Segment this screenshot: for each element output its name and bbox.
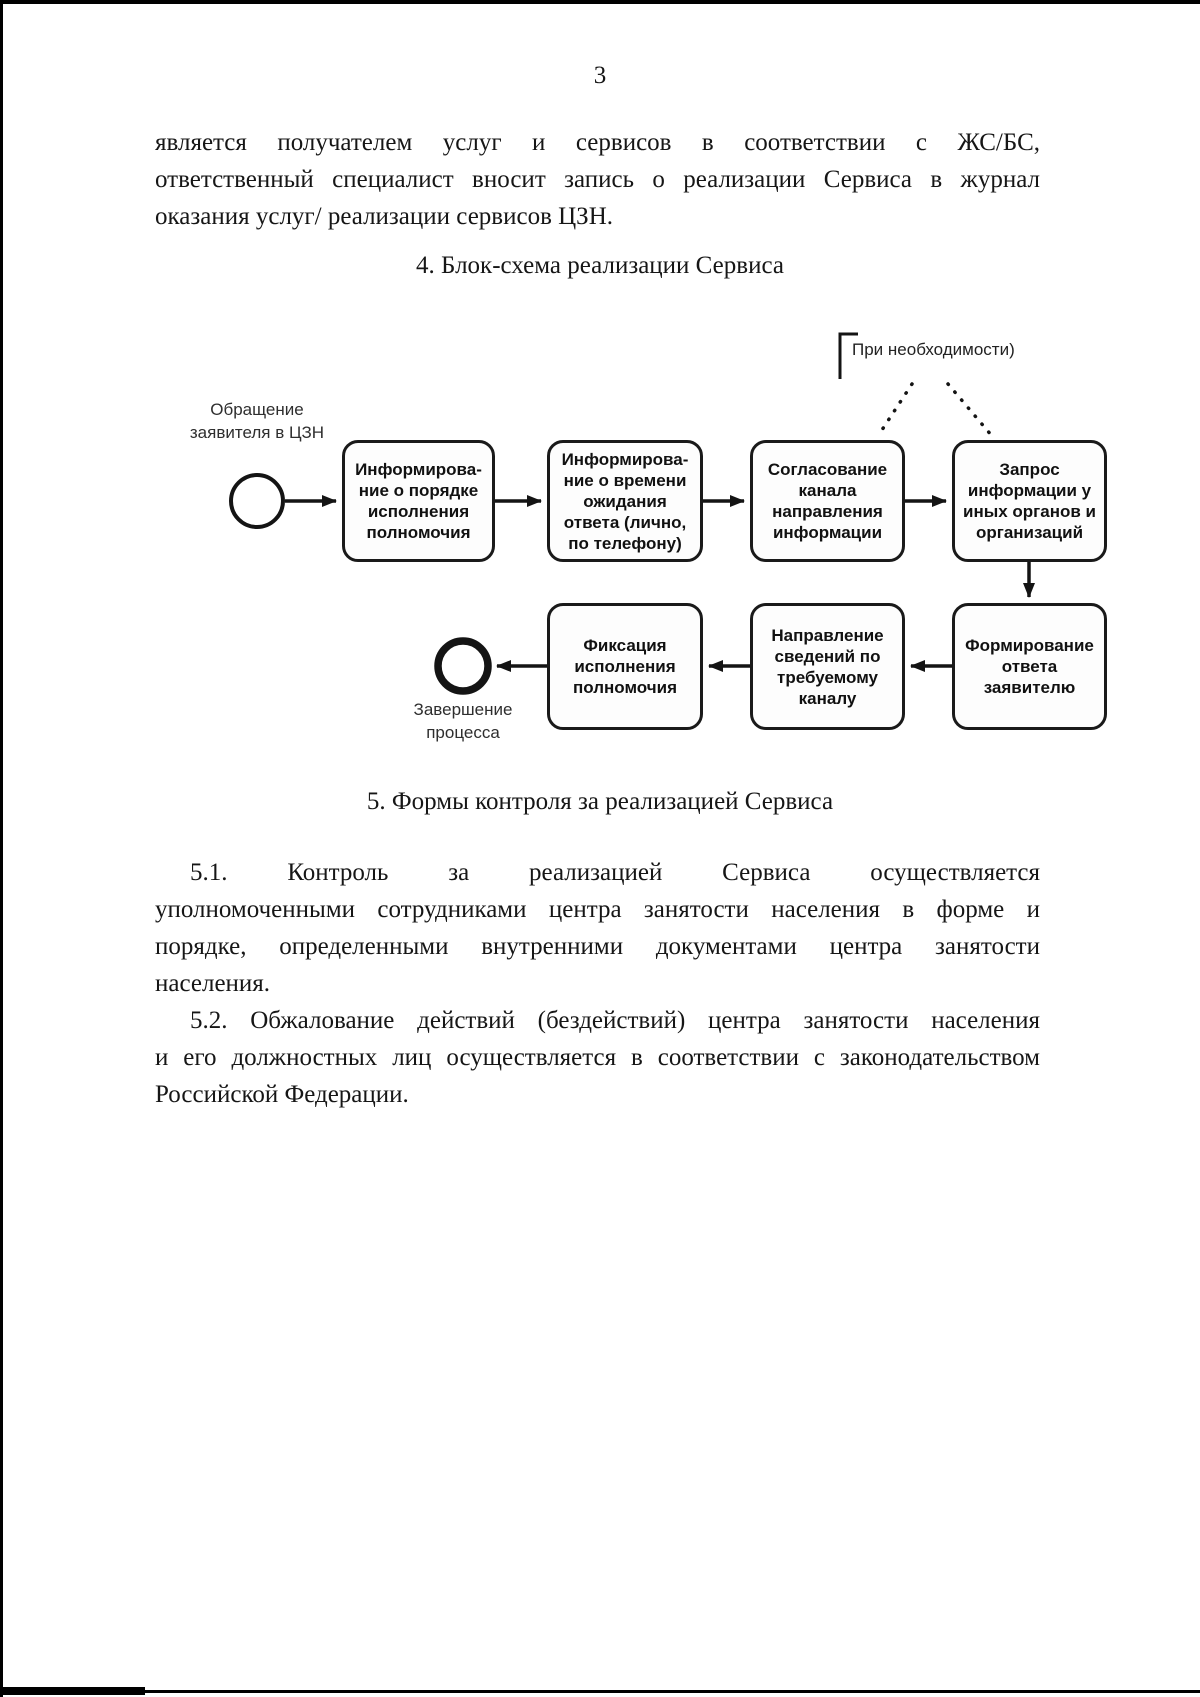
paragraph-5-2: 5.2. Обжалование действий (бездействий) … — [155, 1002, 1040, 1113]
end-event-circle — [434, 637, 492, 695]
end-event-label-line1: Завершение — [413, 700, 513, 719]
scan-artifact-bottom-edge — [0, 1690, 1200, 1693]
start-event-label: Обращение заявителя в ЦЗН — [178, 398, 336, 444]
step-label: Фиксация исполнения полномочия — [572, 636, 677, 697]
paragraph-line: 5.1. Контроль за реализацией Сервиса осу… — [190, 859, 1040, 886]
step-label: Направление сведений по требуемому канал… — [771, 625, 884, 708]
paragraph-line: Российской Федерации. — [155, 1081, 409, 1108]
condition-dotted-line-right — [946, 382, 994, 438]
intro-line: ответственный специалист вносит запись о… — [155, 166, 1040, 193]
flowchart-step-fix-execution: Фиксация исполнения полномочия — [547, 603, 703, 730]
step-label: Информирова-ние о порядке исполнения пол… — [355, 460, 482, 542]
scan-artifact-bottom-corner — [0, 1687, 145, 1695]
flowchart-step-inform-procedure: Информирова-ние о порядке исполнения пол… — [342, 440, 495, 562]
section-5-heading: 5. Формы контроля за реализацией Сервиса — [366, 788, 834, 815]
end-event-label-line2: процесса — [426, 723, 500, 742]
flowchart-step-agree-channel: Согласование канала направления информац… — [750, 440, 905, 562]
flowchart-step-request-info: Запрос информации у иных органов и орган… — [952, 440, 1107, 562]
step-label: Информирова-ние о времени ожидания ответ… — [561, 449, 689, 553]
paragraph-line: и его должностных лиц осуществляется в с… — [155, 1044, 1040, 1071]
paragraph-line: населения. — [155, 970, 271, 997]
start-event-circle — [229, 473, 285, 529]
scan-artifact-left-edge — [0, 0, 3, 1697]
intro-line: является получателем услуг и сервисов в … — [155, 129, 1040, 156]
start-event-label-line2: заявителя в ЦЗН — [189, 423, 325, 442]
flowchart-step-form-response: Формирование ответа заявителю — [952, 603, 1107, 730]
section-4-heading: 4. Блок-схема реализации Сервиса — [416, 252, 784, 279]
end-event-label: Завершение процесса — [388, 698, 538, 744]
page-number: 3 — [593, 62, 607, 89]
step-label: Формирование ответа заявителю — [965, 636, 1094, 697]
flowchart: При необходимости) Обращение заявителя в… — [0, 300, 1200, 742]
paragraph-5-1: 5.1. Контроль за реализацией Сервиса осу… — [155, 854, 1040, 1002]
scan-artifact-top-edge — [0, 0, 1200, 4]
intro-line: оказания услуг/ реализации сервисов ЦЗН. — [155, 203, 614, 230]
step-label: Согласование канала направления информац… — [767, 460, 888, 542]
intro-paragraph: является получателем услуг и сервисов в … — [155, 124, 1040, 235]
flowchart-step-send-info: Направление сведений по требуемому канал… — [750, 603, 905, 730]
paragraph-line: порядке, определенными внутренними докум… — [155, 933, 1040, 960]
paragraph-line: 5.2. Обжалование действий (бездействий) … — [190, 1007, 1040, 1034]
condition-bracket — [838, 332, 858, 379]
condition-label: При необходимости) — [852, 340, 1015, 359]
step-label: Запрос информации у иных органов и орган… — [963, 460, 1096, 542]
condition-dotted-line-left — [876, 382, 914, 438]
flowchart-connectors — [229, 332, 1035, 695]
start-event-label-line1: Обращение — [210, 400, 304, 419]
paragraph-line: уполномоченными сотрудниками центра заня… — [155, 896, 1040, 923]
flowchart-step-inform-wait-time: Информирова-ние о времени ожидания ответ… — [547, 440, 703, 562]
